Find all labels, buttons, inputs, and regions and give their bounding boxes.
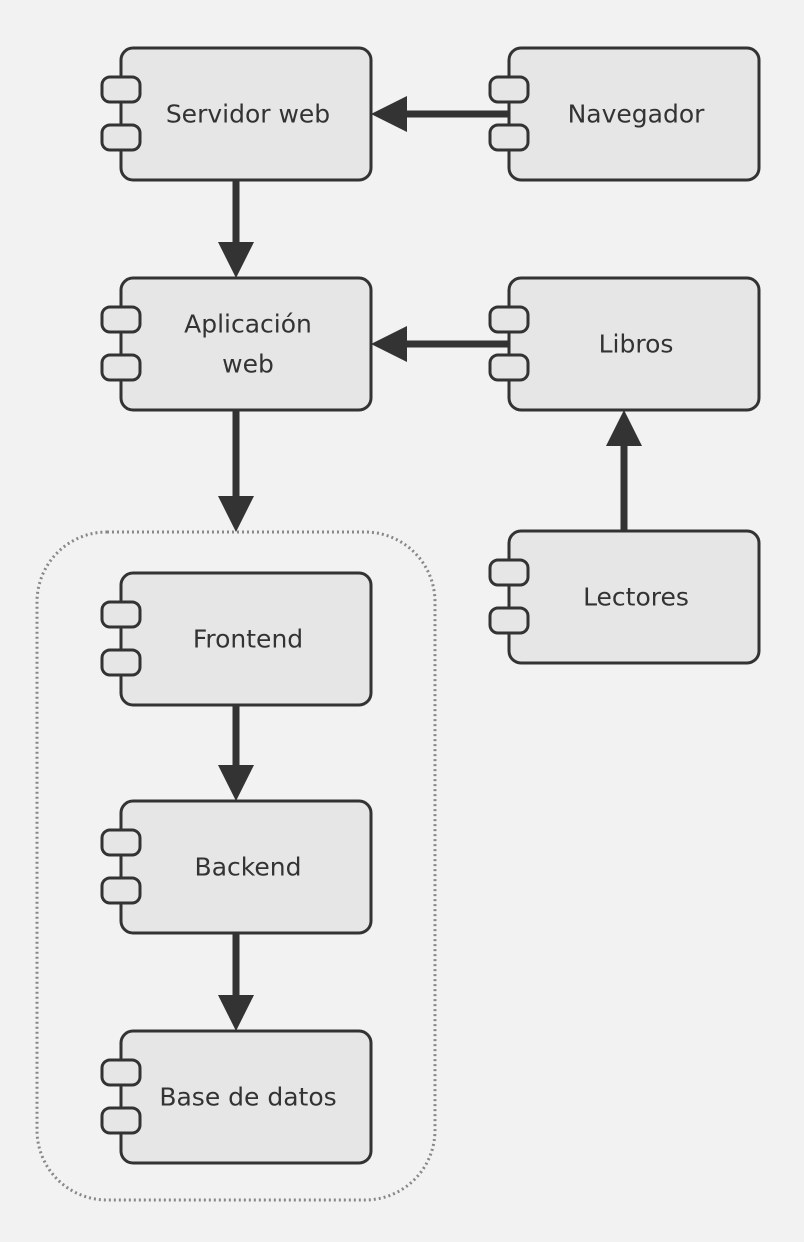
component-box [119, 1029, 373, 1165]
component-port-icon [100, 1106, 142, 1135]
component-label: Backend [195, 853, 302, 882]
component-port-icon [100, 75, 142, 104]
component-libros[interactable]: Libros [488, 276, 761, 412]
component-port-icon [488, 558, 530, 587]
component-label: Aplicación [184, 310, 312, 339]
component-port-icon [488, 75, 530, 104]
component-port-icon [100, 1058, 142, 1087]
component-label: Navegador [568, 100, 706, 129]
arrowhead-icon [371, 326, 407, 362]
arrowhead-icon [218, 496, 254, 532]
component-box [119, 571, 373, 707]
component-port-icon [488, 353, 530, 382]
component-port-icon [100, 305, 142, 334]
component-group-boundary [35, 530, 437, 1202]
component-aplicacion-web[interactable]: Aplicación web [100, 276, 373, 412]
component-port-icon [100, 876, 142, 905]
component-port-icon [100, 600, 142, 629]
component-port-icon [100, 648, 142, 677]
edge-backend-to-base-de-datos [218, 933, 254, 1031]
component-box [119, 276, 373, 412]
component-port-icon [488, 305, 530, 334]
component-label: Libros [599, 330, 674, 359]
arrowhead-icon [606, 410, 642, 446]
component-box [119, 46, 373, 182]
component-backend[interactable]: Backend [100, 799, 373, 935]
component-port-icon [488, 123, 530, 152]
edge-servidor-web-to-aplicacion-web [218, 180, 254, 278]
arrowhead-icon [371, 96, 407, 132]
component-frontend[interactable]: Frontend [100, 571, 373, 707]
edge-libros-to-aplicacion-web [371, 326, 509, 362]
component-label: Lectores [583, 583, 689, 612]
component-navegador[interactable]: Navegador [488, 46, 761, 182]
component-box [507, 46, 761, 182]
component-port-icon [100, 353, 142, 382]
edge-aplicacion-web-to-group [218, 410, 254, 532]
edge-navegador-to-servidor-web [371, 96, 509, 132]
component-lectores[interactable]: Lectores [488, 529, 761, 665]
component-label: Base de datos [159, 1083, 336, 1112]
component-box [507, 529, 761, 665]
component-label: web [222, 350, 274, 379]
arrowhead-icon [218, 995, 254, 1031]
component-servidor-web[interactable]: Servidor web [100, 46, 373, 182]
arrowhead-icon [218, 242, 254, 278]
component-port-icon [100, 123, 142, 152]
component-label: Frontend [193, 625, 303, 654]
component-base-de-datos[interactable]: Base de datos [100, 1029, 373, 1165]
arrowhead-icon [218, 765, 254, 801]
component-box [119, 799, 373, 935]
component-box [507, 276, 761, 412]
component-port-icon [488, 606, 530, 635]
edge-frontend-to-backend [218, 705, 254, 801]
component-label: Servidor web [166, 100, 330, 129]
component-port-icon [100, 828, 142, 857]
edge-lectores-to-libros [606, 410, 642, 531]
